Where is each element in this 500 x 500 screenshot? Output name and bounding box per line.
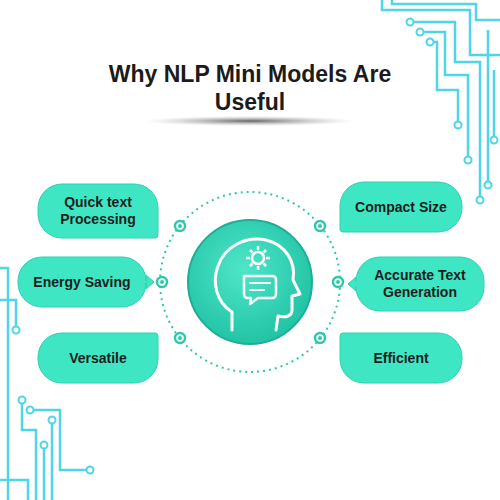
bubble-outline bbox=[18, 257, 154, 307]
feature-bubble: Energy Saving bbox=[18, 257, 146, 307]
gear-icon bbox=[246, 246, 270, 270]
circuit-top-right bbox=[382, 0, 500, 200]
feature-label: Energy Saving bbox=[18, 266, 146, 299]
center-circle bbox=[188, 220, 312, 344]
feature-label: Efficient bbox=[340, 342, 462, 375]
head-icon bbox=[215, 239, 300, 330]
feature-bubble: Compact Size bbox=[340, 182, 462, 232]
bubble-outline bbox=[340, 182, 462, 232]
bubble-outline bbox=[38, 333, 158, 383]
chat-icon bbox=[244, 276, 276, 304]
bubble-outline bbox=[38, 184, 158, 238]
feature-label: Accurate Text Generation bbox=[356, 259, 484, 309]
ring-dots bbox=[157, 221, 343, 343]
feature-label: Quick text Processing bbox=[38, 186, 158, 236]
feature-bubble: Accurate Text Generation bbox=[356, 257, 484, 311]
bubble-outline bbox=[340, 333, 462, 383]
dotted-ring bbox=[160, 192, 340, 372]
bubble-outline bbox=[348, 257, 484, 311]
diagram-title: Why NLP Mini Models Are Useful bbox=[100, 60, 400, 116]
feature-bubble: Efficient bbox=[340, 333, 462, 383]
feature-label: Versatile bbox=[38, 342, 158, 375]
circuit-pads-top bbox=[407, 19, 498, 204]
title-underline bbox=[145, 116, 355, 126]
feature-label: Compact Size bbox=[340, 191, 462, 224]
feature-bubble: Quick text Processing bbox=[38, 184, 158, 238]
feature-bubble: Versatile bbox=[38, 333, 158, 383]
